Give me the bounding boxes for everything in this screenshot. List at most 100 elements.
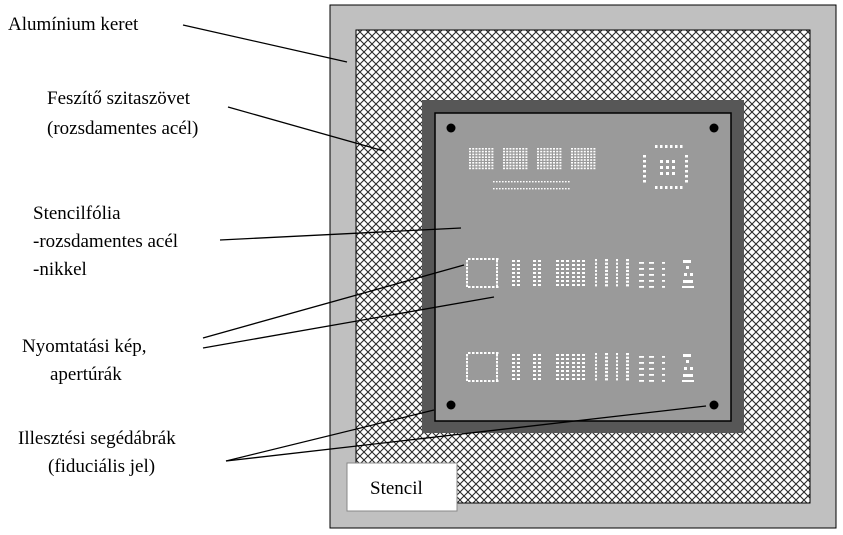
aperture [639,380,644,382]
aperture [553,162,555,164]
aperture [485,150,487,153]
aperture [506,162,509,164]
aperture [662,356,665,358]
aperture [566,264,569,266]
aperture [549,159,552,161]
aperture [590,162,593,164]
aperture [556,181,558,183]
aperture [562,181,564,183]
aperture [556,159,559,161]
aperture [468,258,471,260]
aperture [577,164,580,167]
aperture [626,360,629,363]
aperture [512,264,515,266]
aperture [587,156,589,158]
aperture [616,262,618,265]
aperture [503,159,505,161]
aperture [537,162,539,164]
aperture [583,162,586,164]
aperture [509,156,512,158]
aperture [538,354,541,356]
fiducial-top-left [446,123,456,133]
aperture [488,159,491,161]
aperture [590,150,593,153]
aperture [543,159,546,161]
aperture [549,156,552,158]
aperture [540,159,543,161]
aperture [582,260,585,262]
aperture [475,150,478,153]
leader-frame [182,24,348,63]
aperture [505,188,507,190]
aperture [574,159,577,161]
aperture [556,362,559,364]
aperture [583,156,586,158]
aperture [523,188,525,190]
aperture [643,175,646,178]
aperture [605,280,608,283]
aperture [468,380,471,382]
aperture [639,280,644,282]
aperture [616,360,618,363]
aperture [561,276,564,278]
aperture [517,188,519,190]
aperture [478,153,481,156]
aperture [590,153,593,156]
aperture [550,181,552,183]
leader-print-2 [202,296,495,349]
aperture [583,153,586,156]
aperture [595,374,597,377]
aperture [496,364,498,367]
aperture [561,264,564,266]
aperture [655,186,658,189]
aperture [574,164,577,167]
aperture [568,188,570,190]
aperture [559,153,562,156]
aperture [643,180,646,183]
aperture [538,362,541,364]
aperture [587,167,589,170]
aperture [519,156,521,158]
aperture [556,164,559,167]
aperture [685,180,688,183]
aperture [517,362,520,364]
aperture [561,378,564,380]
aperture [519,148,521,150]
aperture [561,260,564,262]
aperture [643,165,646,168]
aperture [690,367,693,370]
aperture [472,159,475,161]
aperture [683,354,691,357]
aperture [475,156,478,158]
aperture [577,264,580,266]
aperture [639,374,644,376]
aperture [662,368,665,370]
aperture [566,378,569,380]
aperture [538,264,541,266]
aperture [595,363,597,366]
aperture [595,378,597,381]
aperture [556,148,559,150]
aperture [571,150,573,153]
aperture [577,260,580,262]
aperture [587,153,589,156]
aperture [538,268,541,270]
aperture [546,159,549,161]
aperture [582,264,585,266]
aperture [522,153,525,156]
aperture [493,188,495,190]
aperture [574,167,577,170]
aperture [583,150,586,153]
aperture [577,378,580,380]
aperture [517,260,520,262]
aperture [515,156,518,158]
aperture [525,150,528,153]
aperture [572,268,575,270]
aperture [587,162,589,164]
aperture [686,266,689,269]
aperture [626,269,629,272]
aperture [485,162,487,164]
aperture [476,352,479,354]
aperture [568,181,570,183]
aperture [571,153,573,156]
